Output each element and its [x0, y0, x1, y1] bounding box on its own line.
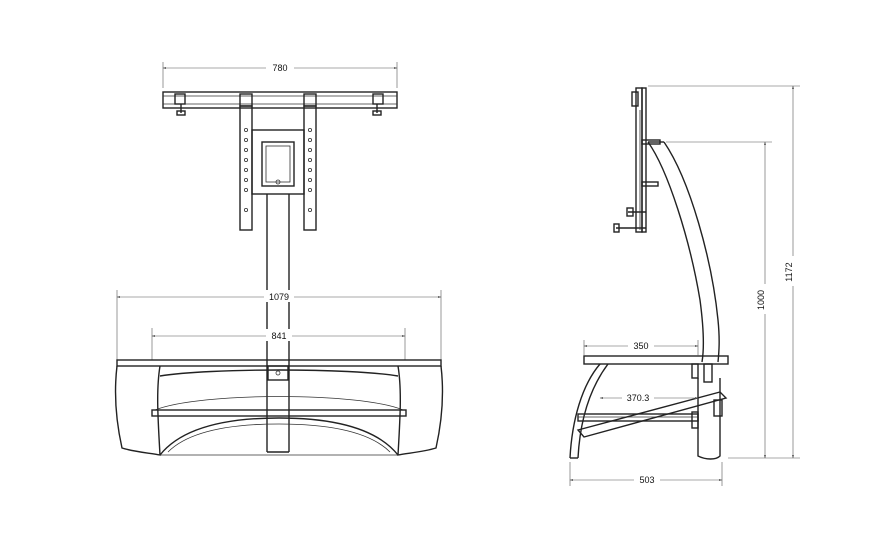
- dimension-780: 780: [162, 61, 398, 88]
- dimension-1000: 1000: [666, 141, 772, 459]
- dim-label-350: 350: [633, 341, 648, 351]
- dimension-1172: 1172: [648, 85, 800, 459]
- dim-label-370-3: 370.3: [627, 393, 650, 403]
- dimension-503: 503: [569, 462, 723, 486]
- dim-label-503: 503: [639, 475, 654, 485]
- dim-label-1000: 1000: [756, 290, 766, 310]
- side-view: 1000 1172 350: [569, 85, 800, 486]
- dim-label-1172: 1172: [784, 262, 794, 281]
- dimension-841: 841: [151, 328, 406, 360]
- vesa-bracket: [239, 105, 317, 231]
- dim-label-1079: 1079: [269, 292, 289, 302]
- dimension-1079: 1079: [116, 290, 442, 365]
- side-top-shelf: 350: [583, 339, 729, 383]
- side-column: [647, 141, 720, 363]
- top-rail: [162, 91, 398, 116]
- front-view: 780: [114, 61, 444, 456]
- dim-label-841: 841: [271, 331, 286, 341]
- front-column: [266, 194, 290, 453]
- dim-label-780: 780: [272, 63, 287, 73]
- side-base: 370.3: [569, 363, 728, 460]
- front-top-shelf: [116, 359, 442, 381]
- front-base: [114, 365, 444, 456]
- side-bracket: [613, 87, 661, 233]
